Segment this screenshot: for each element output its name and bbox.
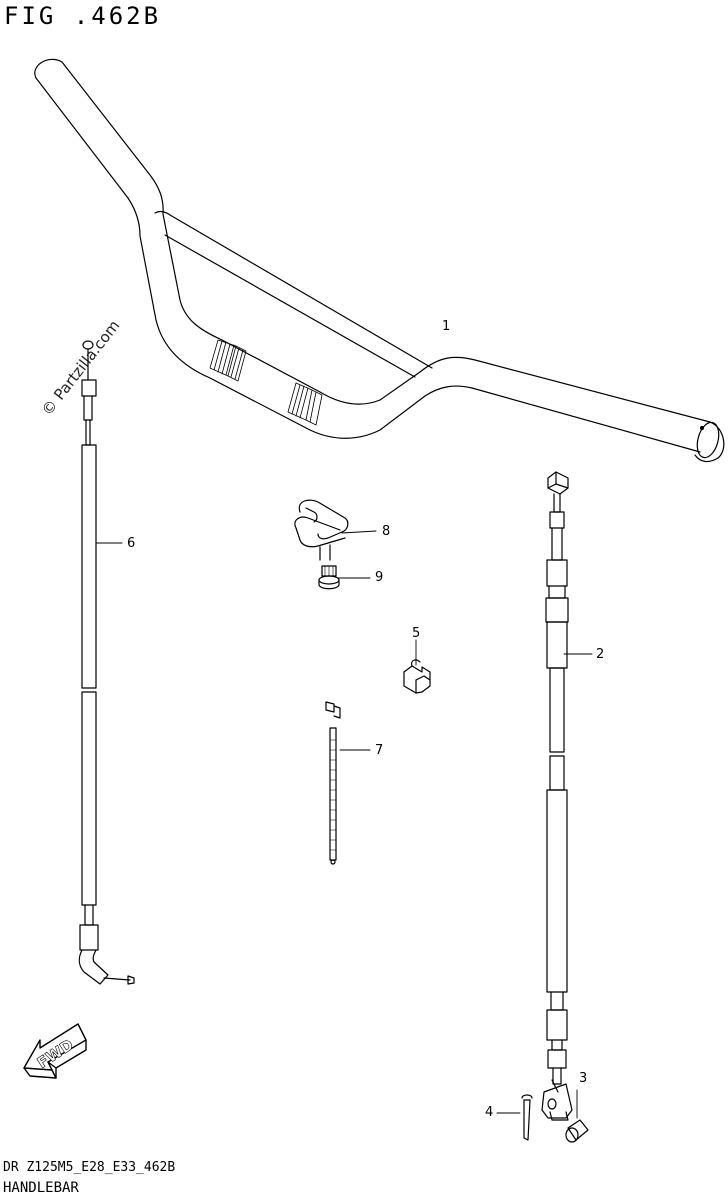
cotter-pin-part[interactable] [521, 1094, 533, 1141]
knurl-left [209, 339, 247, 382]
clutch-cable-part[interactable] [545, 471, 569, 1085]
figure-title: FIG .462B [4, 2, 162, 30]
callout-2: 2 [596, 647, 605, 662]
callout-1: 1 [442, 319, 451, 334]
pin-part[interactable] [565, 1119, 589, 1143]
leader-lines [95, 530, 593, 1119]
callout-5: 5 [412, 626, 421, 641]
callout-6: 6 [127, 536, 136, 551]
diagram-code: DR Z125M5_E28_E33_462B [3, 1160, 176, 1175]
callout-3: 3 [579, 1071, 588, 1086]
clamp-part[interactable] [294, 499, 349, 561]
knurl-right [287, 382, 323, 426]
callout-8: 8 [382, 524, 391, 539]
callout-9: 9 [375, 570, 384, 585]
callout-7: 7 [375, 743, 384, 758]
throttle-cable-part[interactable] [78, 340, 135, 985]
callout-4: 4 [485, 1105, 494, 1120]
clevis-part[interactable] [541, 1079, 573, 1121]
cable-clip-part[interactable] [403, 659, 431, 694]
fwd-arrow: FWD [23, 1023, 87, 1079]
handlebar-part[interactable] [34, 58, 725, 463]
cable-tie-part[interactable] [325, 701, 341, 865]
diagram-name: HANDLEBAR [3, 1180, 79, 1196]
bolt-part[interactable] [318, 565, 340, 590]
